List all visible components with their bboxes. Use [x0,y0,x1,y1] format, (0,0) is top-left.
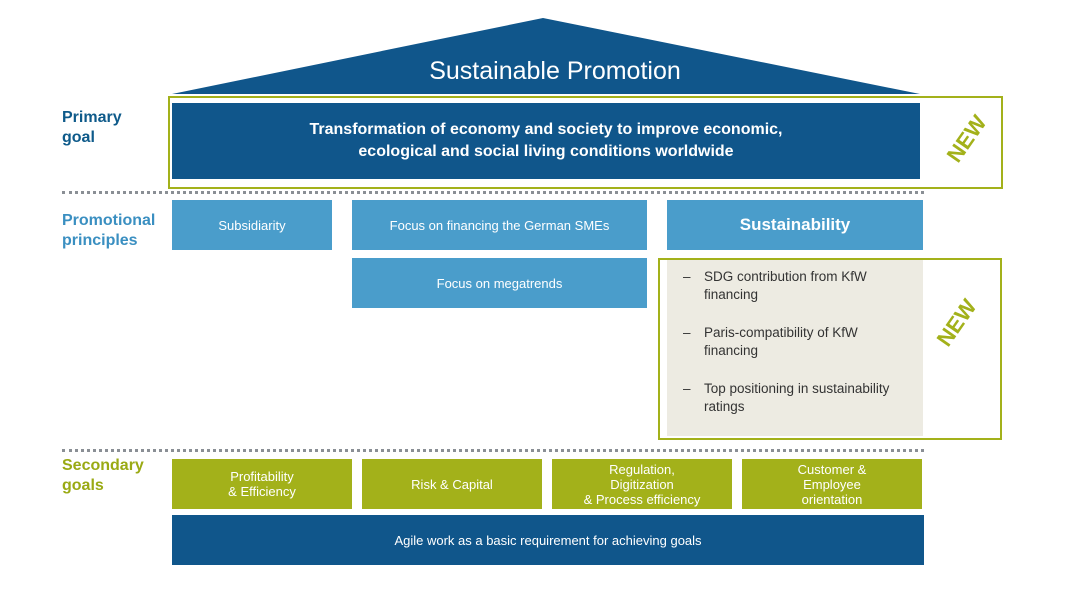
label-secondary-goals: Secondary goals [62,457,144,494]
primary-goal-box: Transformation of economy and society to… [172,103,920,179]
secondary-goal-profitability: Profitability & Efficiency [172,459,352,509]
label-primary-goal: Primary goal [62,109,122,146]
roof-title: Sustainable Promotion [429,56,681,85]
sustainability-item: – Paris-compatibility of KfW financing [683,324,903,360]
secondary-goal-regulation: Regulation, Digitization & Process effic… [552,459,732,509]
roof-triangle [172,18,920,94]
label-promotional-principles: Promotional principles [62,212,156,249]
sustainability-highlight-frame [658,258,1002,440]
sustainability-item-text: Top positioning in sustainability rating… [704,381,890,414]
foundation-agile-work: Agile work as a basic requirement for ac… [172,515,924,565]
principle-subsidiarity: Subsidiarity [172,200,332,250]
principle-sme-financing: Focus on financing the German SMEs [352,200,647,250]
sustainability-item: – SDG contribution from KfW financing [683,268,903,304]
secondary-goal-customer-employee: Customer & Employee orientation [742,459,922,509]
sustainability-detail-box [667,258,923,436]
sustainability-item-text: Paris-compatibility of KfW financing [704,325,858,358]
secondary-goal-risk-capital: Risk & Capital [362,459,542,509]
primary-goal-highlight-frame [168,96,1003,189]
principle-sustainability: Sustainability [667,200,923,250]
bullet-dash: – [683,269,691,284]
principle-megatrends: Focus on megatrends [352,258,647,308]
separator-top [62,191,924,194]
primary-goal-text: Transformation of economy and society to… [309,121,783,160]
bullet-dash: – [683,325,691,340]
bullet-dash: – [683,381,691,396]
separator-bottom [62,449,924,452]
sustainability-item-text: SDG contribution from KfW financing [704,269,867,302]
sustainability-item: – Top positioning in sustainability rati… [683,380,903,416]
sustainability-list: – SDG contribution from KfW financing – … [683,268,903,436]
